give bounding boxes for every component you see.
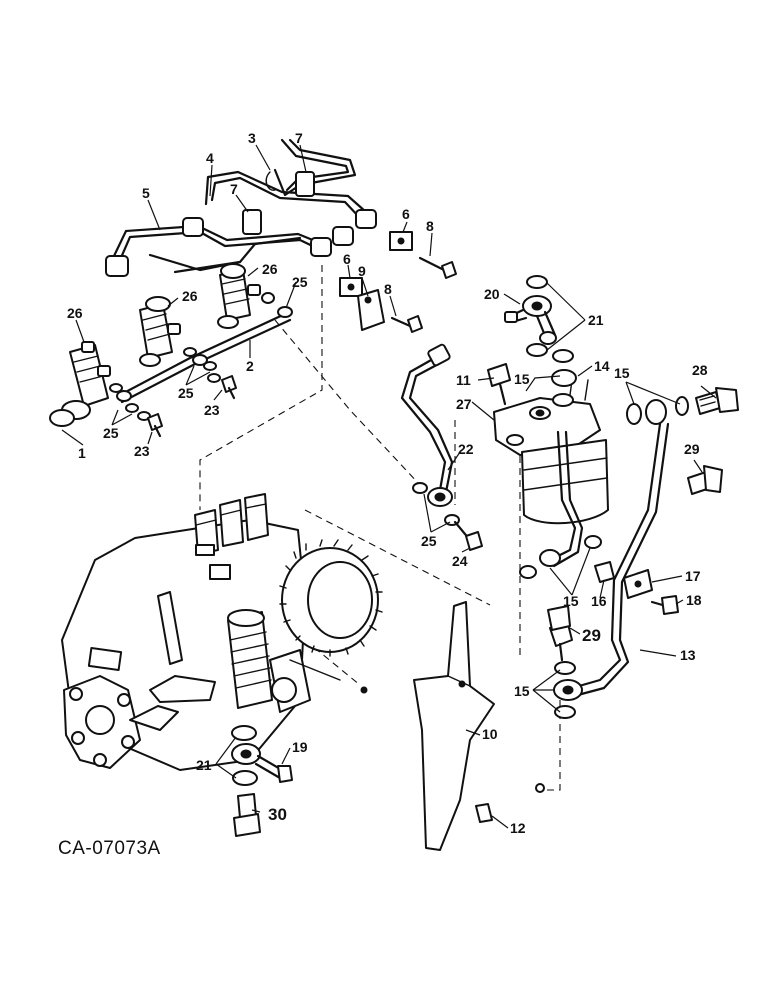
bolt <box>441 261 457 279</box>
callout-16: 16 <box>591 593 607 609</box>
callout-7: 7 <box>295 130 303 146</box>
callout-25: 25 <box>292 274 308 290</box>
assembly-guide-lines <box>199 265 561 791</box>
drawing-code: CA-07073A <box>58 838 161 859</box>
callout-12: 12 <box>510 820 526 836</box>
callout-11: 11 <box>456 372 471 388</box>
callout-8: 8 <box>384 281 392 297</box>
pipe-nut <box>182 217 204 237</box>
callout-24: 24 <box>452 553 468 569</box>
callout-15: 15 <box>514 683 530 699</box>
callout-4: 4 <box>206 150 214 166</box>
injectors <box>49 263 275 427</box>
pipe-nut <box>355 209 377 229</box>
feed-pipe <box>570 396 689 698</box>
callout-27: 27 <box>456 396 472 412</box>
pipe-nut <box>310 237 332 257</box>
callout-labels: 1 2 3 4 5 6 6 7 7 8 8 9 10 11 12 13 14 1… <box>67 130 708 836</box>
callout-1: 1 <box>78 445 86 461</box>
banjo-bolts <box>547 387 739 662</box>
callout-3: 3 <box>248 130 256 146</box>
callout-17: 17 <box>685 568 701 584</box>
pump-inlet-fittings <box>231 725 293 837</box>
callout-28: 28 <box>692 362 708 378</box>
callout-26: 26 <box>67 305 83 321</box>
callout-13: 13 <box>680 647 696 663</box>
callout-23: 23 <box>134 443 150 459</box>
callout-19: 19 <box>292 739 308 755</box>
bolt <box>475 803 493 823</box>
pipe-clamp <box>242 209 262 235</box>
pipe-nut <box>332 226 354 246</box>
filter-bowl <box>521 439 609 525</box>
callout-6: 6 <box>402 206 410 222</box>
callout-10: 10 <box>482 726 498 742</box>
leak-off-pipe <box>109 306 293 438</box>
callout-26: 26 <box>182 288 198 304</box>
callout-25: 25 <box>178 385 194 401</box>
injector-pipes <box>105 138 377 277</box>
bolt <box>407 315 423 333</box>
callout-20: 20 <box>484 286 500 302</box>
bracket-9 <box>357 289 385 331</box>
callout-29: 29 <box>684 441 700 457</box>
callout-8: 8 <box>426 218 434 234</box>
lower-washers <box>553 661 583 719</box>
bolt <box>487 363 511 387</box>
injection-pump <box>61 493 383 771</box>
callout-7: 7 <box>230 181 238 197</box>
pipe-clamp <box>295 171 315 197</box>
callout-30: 30 <box>268 805 287 824</box>
pipe-brackets <box>339 231 457 333</box>
callout-15: 15 <box>614 365 630 381</box>
callout-18: 18 <box>686 592 702 608</box>
callout-21: 21 <box>196 757 212 773</box>
callout-29: 29 <box>582 626 601 645</box>
callout-15: 15 <box>514 371 530 387</box>
callout-6: 6 <box>343 251 351 267</box>
callout-23: 23 <box>204 402 220 418</box>
callout-26: 26 <box>262 261 278 277</box>
callout-leaders <box>61 144 717 829</box>
callout-15: 15 <box>563 593 579 609</box>
callout-25: 25 <box>103 425 119 441</box>
callout-25: 25 <box>421 533 437 549</box>
return-pipe <box>400 343 483 551</box>
injector-left <box>49 341 111 427</box>
callout-5: 5 <box>142 185 150 201</box>
callout-9: 9 <box>358 263 366 279</box>
support-bracket <box>413 601 495 851</box>
pipe-nut <box>105 255 129 277</box>
callout-14: 14 <box>594 358 610 374</box>
callout-22: 22 <box>458 441 474 457</box>
filter-bracket <box>413 601 545 851</box>
fuel-filter-assembly <box>487 275 609 579</box>
callout-21: 21 <box>588 312 604 328</box>
callout-2: 2 <box>246 358 254 374</box>
injector-right <box>217 263 261 329</box>
injector-middle <box>139 296 181 367</box>
